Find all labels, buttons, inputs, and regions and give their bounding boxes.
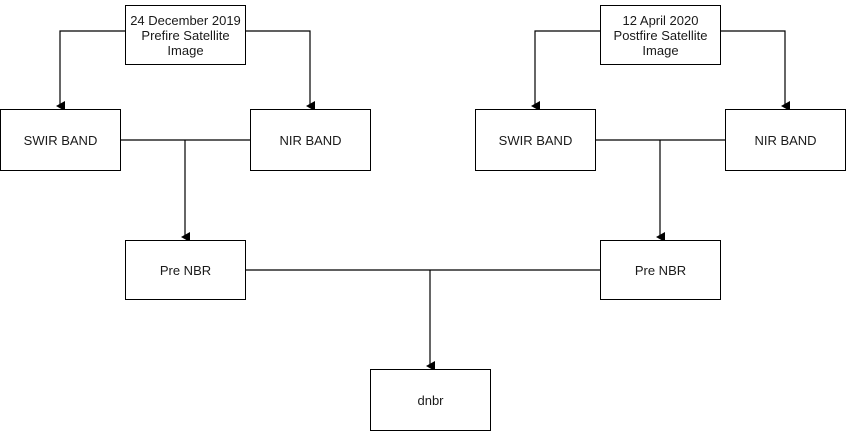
prefire-nir-band-node-label: NIR BAND	[279, 132, 342, 148]
flowchart-edges	[56, 30, 790, 371]
edge-prefire-to-nir-band	[246, 30, 315, 111]
prefire-swir-band-node-label: SWIR BAND	[23, 132, 98, 148]
prefire-nir-band-node[interactable]: NIR BAND	[250, 109, 371, 171]
postfire-satellite-image-node-label: 12 April 2020 Postfire Satellite Image	[613, 12, 708, 58]
edge-prefire-to-swir-band	[56, 30, 125, 111]
prefire-swir-band-node[interactable]: SWIR BAND	[0, 109, 121, 171]
postfire-nir-band-node-label: NIR BAND	[754, 132, 817, 148]
dnbr-node[interactable]: dnbr	[370, 369, 491, 431]
dnbr-node-label: dnbr	[417, 392, 444, 408]
prefire-nbr-node-label: Pre NBR	[159, 262, 212, 278]
postfire-nbr-node[interactable]: Pre NBR	[600, 240, 721, 300]
prefire-satellite-image-node-label: 24 December 2019 Prefire Satellite Image	[130, 12, 241, 58]
prefire-satellite-image-node[interactable]: 24 December 2019 Prefire Satellite Image	[125, 5, 246, 65]
postfire-swir-band-node[interactable]: SWIR BAND	[475, 109, 596, 171]
edge-postfire-to-swir-band	[531, 30, 600, 111]
postfire-swir-band-node-label: SWIR BAND	[498, 132, 573, 148]
prefire-nbr-node[interactable]: Pre NBR	[125, 240, 246, 300]
postfire-nbr-node-label: Pre NBR	[634, 262, 687, 278]
postfire-nir-band-node[interactable]: NIR BAND	[725, 109, 846, 171]
postfire-satellite-image-node[interactable]: 12 April 2020 Postfire Satellite Image	[600, 5, 721, 65]
edge-postfire-to-nir-band	[721, 30, 790, 111]
